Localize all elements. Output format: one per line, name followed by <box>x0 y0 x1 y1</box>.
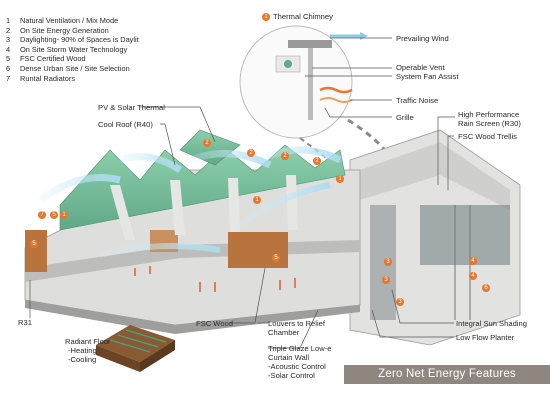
radiant-pipes <box>109 329 167 353</box>
label-cool-roof: Cool Roof (R40) <box>98 120 153 129</box>
radiant-floor-cooling: -Cooling <box>68 355 97 364</box>
label-louvers-1: Louvers to Relief <box>268 319 325 328</box>
marker-badge: 1 <box>253 196 261 204</box>
curtain-wall-glass <box>420 205 510 265</box>
airflow-arrow <box>37 174 121 203</box>
label-system-fan: System Fan Assist <box>396 72 459 81</box>
marker-badge: 1 <box>60 211 68 219</box>
radiant-floor-title: Radiant Floor <box>65 337 111 346</box>
marker-badge: 4 <box>469 257 477 265</box>
chimney-cap <box>288 40 332 48</box>
label-triple-1: Triple Glaze Low-e <box>268 344 332 353</box>
label-low-flow: Low Flow Planter <box>456 333 515 342</box>
legend-item: 4 On Site Storm Water Technology <box>6 45 139 55</box>
legend-number: 7 <box>6 73 11 83</box>
legend-item: 1 Natural Ventilation / Mix Mode <box>6 16 139 26</box>
legend-text: On Site Energy Generation <box>20 25 109 35</box>
airflow-arrow <box>238 182 331 228</box>
stair-core <box>370 205 396 320</box>
sawtooth-roof <box>59 144 346 231</box>
label-r31: R31 <box>18 318 32 327</box>
leader-lines <box>29 37 455 349</box>
marker-badge: 5 <box>272 254 280 262</box>
feature-legend: 1 Natural Ventilation / Mix Mode 2 On Site … <box>6 16 139 83</box>
legend-item: 3 Daylighting- 90% of Spaces is Daylit <box>6 35 139 45</box>
marker-badge: 2 <box>203 139 211 147</box>
label-pv-solar: PV & Solar Thermal <box>98 103 165 112</box>
airflow-arrow <box>99 243 221 258</box>
marker-badge: 5 <box>50 211 58 219</box>
radiant-floor-sample-side <box>96 345 140 372</box>
marker-badge: 6 <box>482 284 490 292</box>
chimney-shaft <box>308 48 313 120</box>
roof-column <box>110 185 135 240</box>
legend-number: 3 <box>6 35 11 45</box>
chimney-detail-circle <box>239 25 353 139</box>
label-triple-4: -Solar Control <box>268 371 315 380</box>
label-operable-vent: Operable Vent <box>396 63 445 72</box>
legend-number: 6 <box>6 63 11 73</box>
thermal-chimney-label: Thermal Chimney <box>273 12 333 21</box>
heat-marks <box>134 266 296 292</box>
legend-number: 1 <box>6 16 11 25</box>
label-triple-3: -Acoustic Control <box>268 362 326 371</box>
label-triple-2: Curtain Wall <box>268 353 310 362</box>
legend-item: 6 Dense Urban Site / Site Selection <box>6 64 139 74</box>
roof-column <box>286 175 298 230</box>
label-prevailing-wind: Prevailing Wind <box>396 34 449 43</box>
legend-number: 2 <box>6 25 11 35</box>
legend-text: Runtal Radiators <box>20 73 76 83</box>
marker-badge: 1 <box>262 13 270 21</box>
marker-badge: 3 <box>382 276 390 284</box>
marker-badge: 5 <box>30 240 38 248</box>
marker-badge: 4 <box>469 272 477 280</box>
airflow-arrow <box>258 146 342 164</box>
marker-badge: 1 <box>336 175 344 183</box>
marker-badge: 7 <box>38 211 46 219</box>
label-rain-screen-1: High Performance <box>458 110 520 119</box>
legend-number: 5 <box>6 54 11 64</box>
noise-wave <box>319 97 353 103</box>
label-louvers-2: Chamber <box>268 328 300 337</box>
noise-wave <box>319 86 353 94</box>
wind-arrow-head <box>360 32 368 40</box>
marker-badge: 2 <box>313 157 321 165</box>
airflow-arrow <box>118 153 182 173</box>
legend-number: 4 <box>6 44 11 54</box>
east-block-roof <box>360 142 510 210</box>
radiant-floor-sample-side <box>140 340 175 372</box>
marker-badge: 2 <box>247 149 255 157</box>
label-traffic-noise: Traffic Noise <box>396 96 439 105</box>
legend-text: On Site Storm Water Technology <box>20 44 128 54</box>
roof-column <box>170 180 185 235</box>
title-banner: Zero Net Energy Features <box>344 365 550 384</box>
wood-panel <box>25 230 47 272</box>
legend-item: 5 FSC Certified Wood <box>6 54 139 64</box>
label-fsc-wood: FSC Wood <box>196 319 233 328</box>
legend-item: 2 On Site Energy Generation <box>6 26 139 36</box>
marker-badge: 3 <box>384 258 392 266</box>
legend-text: FSC Certified Wood <box>20 54 86 64</box>
marker-badge: 2 <box>281 152 289 160</box>
legend-text: Dense Urban Site / Site Selection <box>20 63 130 73</box>
radiant-floor-heating: -Heating <box>68 346 97 355</box>
legend-text: Natural Ventilation / Mix Mode <box>20 16 119 25</box>
legend-item: 7 Runtal Radiators <box>6 74 139 84</box>
label-grille: Grille <box>396 113 414 122</box>
radiant-floor-sample <box>96 325 175 362</box>
marker-badge: 3 <box>396 298 404 306</box>
fan-icon <box>284 60 292 68</box>
label-integral-sun: Integral Sun Shading <box>456 319 527 328</box>
legend-text: Daylighting- 90% of Spaces is Daylit <box>20 35 139 45</box>
label-rain-screen-2: Rain Screen (R30) <box>458 119 521 128</box>
ground-slab <box>25 300 360 334</box>
roof-column <box>228 178 240 232</box>
wood-panel <box>228 232 288 268</box>
label-fsc-trellis: FSC Wood Trellis <box>458 132 517 141</box>
